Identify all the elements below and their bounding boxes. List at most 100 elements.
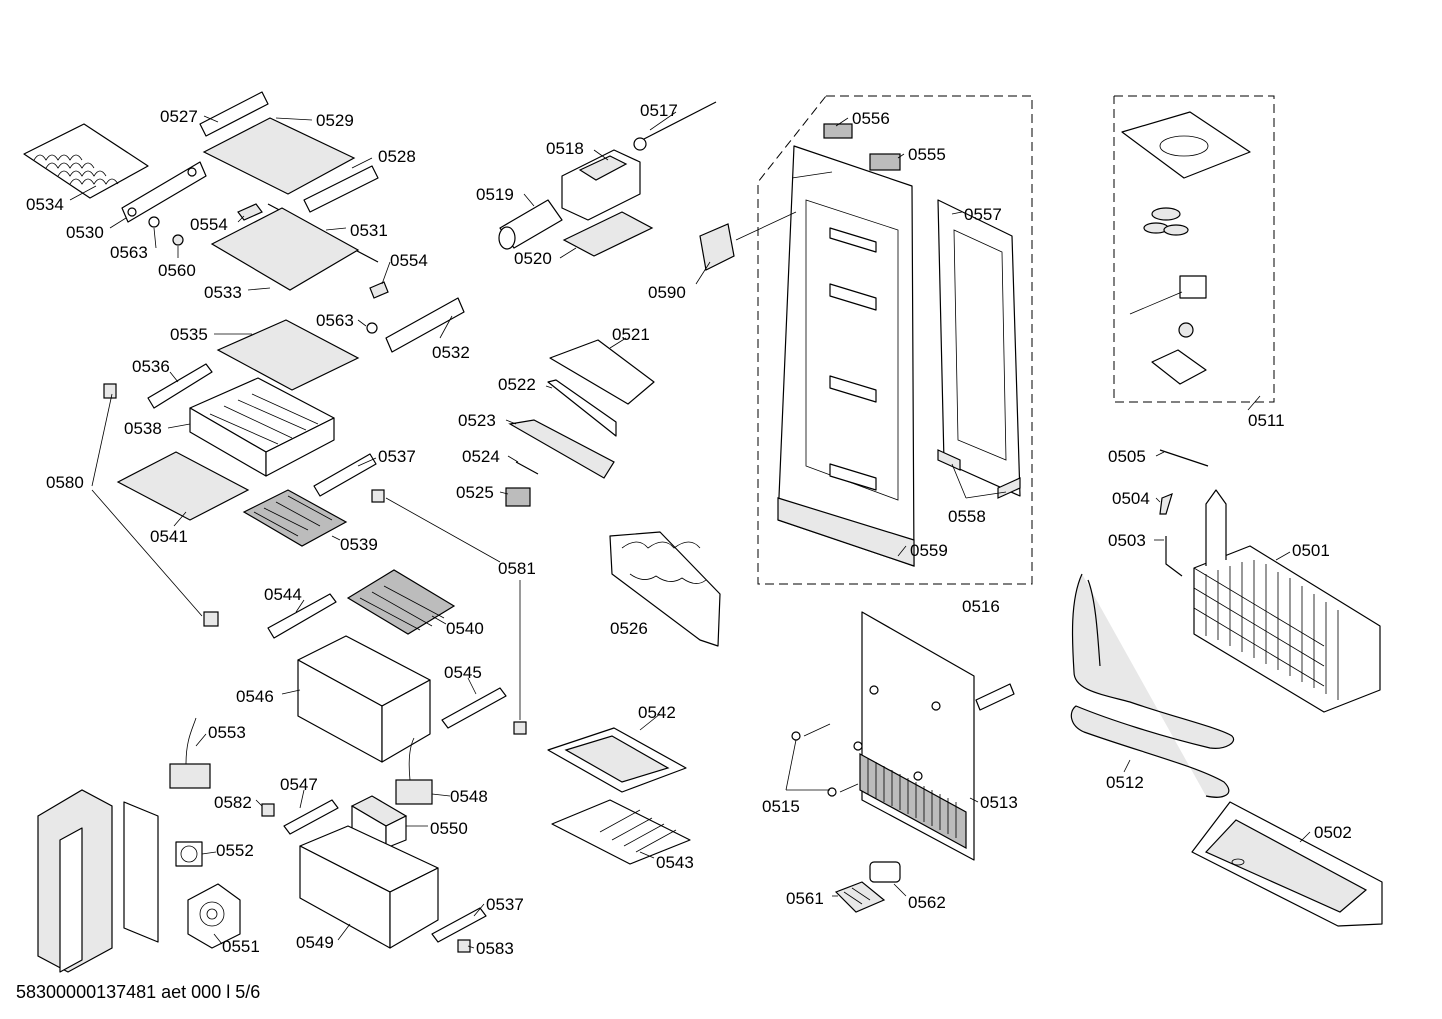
mount-0511 [1151,349,1207,385]
label-0541: 0541 [150,527,188,546]
clip-0504 [1159,492,1173,515]
sensor-0548 [395,737,433,805]
label-0532: 0532 [432,343,470,362]
knob-0560 [172,234,184,246]
housing-0561 [834,881,886,913]
rail-0547 [283,799,339,835]
label-0535: 0535 [170,325,208,344]
cap-0563-a [148,216,160,228]
gasket-0557 [937,199,1021,497]
label-0558: 0558 [948,507,986,526]
filter-0540 [346,569,456,635]
pad-0558-b [997,477,1021,499]
label-0530: 0530 [66,223,104,242]
label-0531: 0531 [350,221,388,240]
bracket-0530 [121,161,207,223]
label-0581: 0581 [498,559,536,578]
bracket-0528 [303,165,379,213]
label-0561: 0561 [786,889,824,908]
label-0547: 0547 [280,775,318,794]
cover-0520 [562,211,654,257]
label-0552: 0552 [216,841,254,860]
label-0580: 0580 [46,473,84,492]
label-0562: 0562 [908,893,946,912]
label-0539: 0539 [340,535,378,554]
drawing-reference: 58300000137481 aet 000 l 5/6 [16,982,260,1002]
drawer-0538 [189,377,335,477]
label-0538: 0538 [124,419,162,438]
label-0524: 0524 [462,447,500,466]
door-liner-0559 [777,145,915,567]
condenser-0512 [1070,573,1235,798]
label-0590: 0590 [648,283,686,302]
fan-bracket-0511 [1121,111,1251,179]
housing-0550 [350,795,408,849]
label-0563-b: 0563 [316,311,354,330]
label-0520: 0520 [514,249,552,268]
rail-0537-b [431,907,487,943]
pad-0590 [699,223,735,271]
tray-0521 [549,339,655,405]
label-0551: 0551 [222,937,260,956]
label-0554-a: 0554 [190,215,228,234]
label-0543: 0543 [656,853,694,872]
label-0546: 0546 [236,687,274,706]
leader-lines [69,111,1311,949]
fan-blade-0511 [1143,207,1189,236]
label-0505: 0505 [1108,447,1146,466]
shelf-0535 [216,319,360,391]
bracket-0532 [385,297,465,353]
label-0553: 0553 [208,723,246,742]
label-0533: 0533 [204,283,242,302]
filter-0539 [242,489,348,547]
part-number-labels: 0527 0529 0528 0534 0530 0554 0531 0563 … [26,101,1352,958]
label-0526: 0526 [610,619,648,638]
clip-0554-b [369,281,389,299]
rail-0536 [147,363,213,409]
clip-0581-top [371,489,385,503]
label-0583: 0583 [476,939,514,958]
pin-0524 [515,461,539,475]
tube-0519 [498,199,563,250]
clip-0581-bottom [513,721,527,735]
label-0540: 0540 [446,619,484,638]
dispenser-cover-0526 [609,531,721,647]
label-0537-b: 0537 [486,895,524,914]
label-0527: 0527 [160,107,198,126]
grid-0543 [551,799,691,865]
rail-0544 [267,593,337,639]
rail-0537-a [313,453,377,497]
clip-0555 [869,153,901,171]
label-0504: 0504 [1112,489,1150,508]
cover-0562 [869,861,901,883]
housing-0518 [561,149,641,221]
label-0528: 0528 [378,147,416,166]
label-0542: 0542 [638,703,676,722]
bracket-0527 [199,91,269,137]
glass-0541 [116,451,250,521]
label-0513: 0513 [980,793,1018,812]
bin-0549 [299,825,439,949]
label-0512: 0512 [1106,773,1144,792]
label-0549: 0549 [296,933,334,952]
label-0518: 0518 [546,139,584,158]
evaporator-0501 [1193,489,1381,713]
label-0537-a: 0537 [378,447,416,466]
label-0519: 0519 [476,185,514,204]
sensor-0553 [169,717,211,789]
insulation-panels [37,789,159,973]
label-0529: 0529 [316,111,354,130]
clip-0580-bottom [203,611,219,627]
plate-0522 [547,379,617,437]
bin-0546 [297,635,431,763]
glass-shelf-0533 [210,207,360,291]
panel-0513 [853,611,1015,861]
label-0516: 0516 [962,597,1000,616]
group-0511-outline [1113,95,1275,403]
fan-motor-0511 [1129,275,1207,315]
bottle-rack-0534 [23,123,149,199]
label-0548: 0548 [450,787,488,806]
clip-0554-a [237,203,263,221]
screws-0515 [791,723,859,797]
